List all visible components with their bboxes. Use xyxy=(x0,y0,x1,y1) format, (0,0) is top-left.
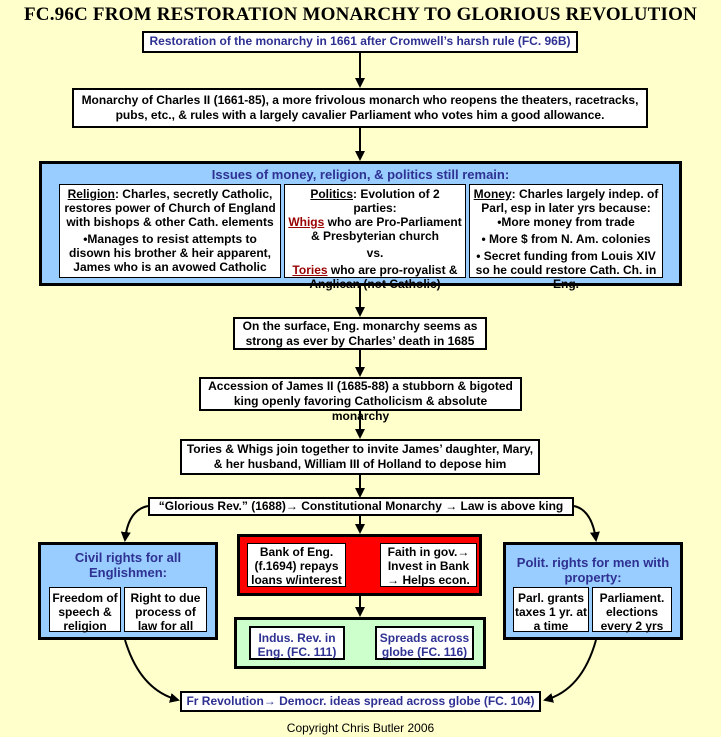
bank-of-england-cell: Bank of Eng. (f.1694) repays loans w/int… xyxy=(247,543,346,587)
whigs-text: who are Pro-Parliament & Presbyterian ch… xyxy=(310,215,462,243)
money-cell: Money: Charles largely indep. of Parl, e… xyxy=(469,184,663,291)
industrial-panel: Indus. Rev. in Eng. (FC. 111) Spreads ac… xyxy=(234,617,486,669)
religion-text-1: : Charles, secretly Catholic, restores p… xyxy=(64,187,276,229)
money-text-1: : Charles largely indep. of Parl, esp in… xyxy=(481,187,659,229)
bank-panel: Bank of Eng. (f.1694) repays loans w/int… xyxy=(237,534,482,596)
money-label: Money xyxy=(473,187,512,201)
arrow-glorious-civil xyxy=(120,505,149,542)
politics-intro: : Evolution of 2 parties: xyxy=(353,187,440,215)
religion-cell: Religion: Charles, secretly Catholic, re… xyxy=(59,184,281,278)
politics-cell: Politics: Evolution of 2 parties: Whigs … xyxy=(284,184,466,291)
copyright: Copyright Chris Butler 2006 xyxy=(286,721,435,735)
money-text-2: • More $ from N. Am. colonies xyxy=(481,232,651,246)
parl-taxes-cell: Parl. grants taxes 1 yr. at a time xyxy=(513,587,589,633)
religion-text-2: •Manages to resist attempts to disown hi… xyxy=(68,232,272,274)
glorious-revolution-box: “Glorious Rev.” (1688)→ Constitutional M… xyxy=(148,497,574,516)
french-revolution-box: Fr Revolution→ Democr. ideas spread acro… xyxy=(180,691,541,712)
arrow-polit-frrev xyxy=(543,639,597,703)
tories-label: Tories xyxy=(292,263,328,277)
invite-box: Tories & Whigs join together to invite J… xyxy=(180,439,540,475)
due-process-cell: Right to due process of law for all xyxy=(124,587,207,633)
whigs-label: Whigs xyxy=(288,215,325,229)
indus-rev-cell: Indus. Rev. in Eng. (FC. 111) xyxy=(249,626,345,660)
arrow-glorious-polit xyxy=(573,505,600,542)
civil-rights-panel: Civil rights for all Englishmen: Freedom… xyxy=(38,542,218,640)
politics-vs: vs. xyxy=(366,246,384,260)
arrow-civil-frrev xyxy=(124,639,180,703)
political-rights-heading: Polit. rights for men with property: xyxy=(516,555,670,585)
restoration-box: Restoration of the monarchy in 1661 afte… xyxy=(142,31,578,53)
tories-text: who are pro-royalist & Anglican (not Cat… xyxy=(309,263,458,291)
issues-heading: Issues of money, religion, & politics st… xyxy=(211,167,510,182)
politics-label: Politics xyxy=(310,187,353,201)
page-title: FC.96C FROM RESTORATION MONARCHY TO GLOR… xyxy=(23,4,698,25)
james-ii-box: Accession of James II (1685-88) a stubbo… xyxy=(199,377,522,423)
civil-rights-heading: Civil rights for all Englishmen: xyxy=(74,550,182,580)
charles-ii-box: Monarchy of Charles II (1661-85), a more… xyxy=(72,88,648,128)
free-speech-cell: Freedom of speech & religion xyxy=(49,587,121,633)
faith-in-gov-cell: Faith in gov.→ Invest in Bank → Helps ec… xyxy=(380,543,477,587)
parl-elections-cell: Parliament. elections every 2 yrs xyxy=(592,587,672,633)
religion-label: Religion xyxy=(67,187,115,201)
spreads-globe-cell: Spreads across globe (FC. 116) xyxy=(375,626,474,660)
political-rights-panel: Polit. rights for men with property: Par… xyxy=(503,542,683,640)
surface-box: On the surface, Eng. monarchy seems as s… xyxy=(233,317,487,350)
money-text-3: • Secret funding from Louis XIV so he co… xyxy=(475,249,657,291)
issues-panel: Issues of money, religion, & politics st… xyxy=(39,161,682,291)
